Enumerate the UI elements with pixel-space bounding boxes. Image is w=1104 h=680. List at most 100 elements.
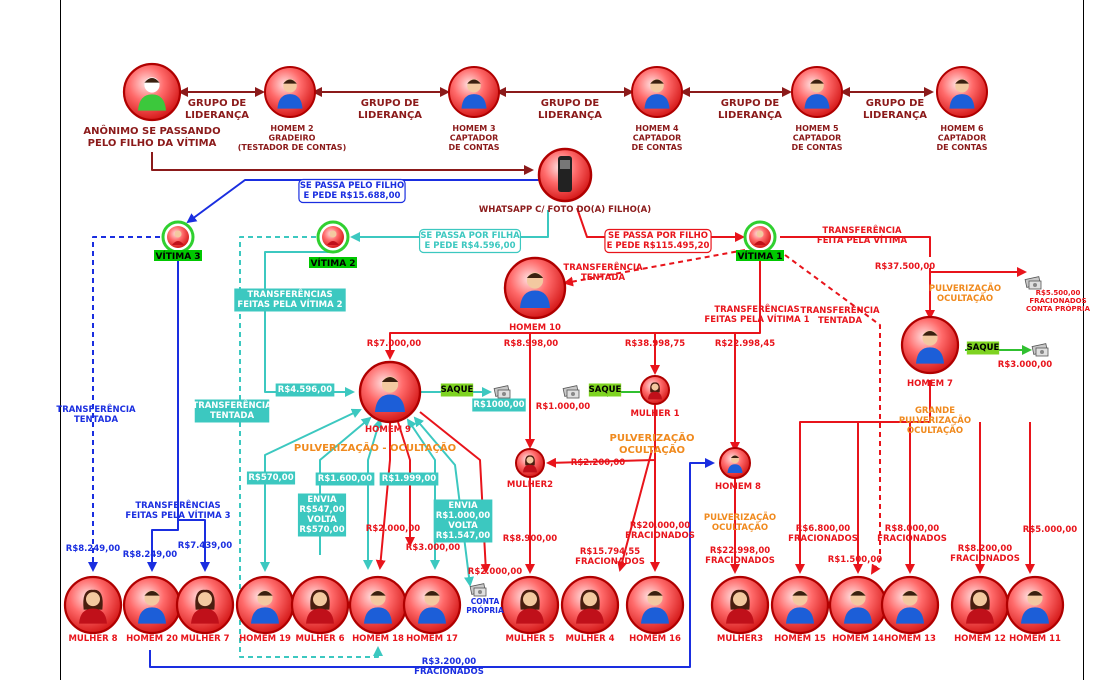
amount-3000: R$3.000,00	[998, 360, 1052, 370]
diagram-frame	[60, 0, 1084, 680]
node-homem6	[936, 66, 988, 118]
amount-2000a: R$2.000,00	[366, 524, 420, 534]
node-bottom-11-hair	[792, 591, 808, 596]
amount-1600-bg	[315, 472, 375, 486]
edge-h9-h18-teal	[363, 418, 383, 570]
money-icon-conta	[469, 583, 487, 597]
amount-1000: R$1.000,00	[536, 402, 590, 412]
node-homem4	[631, 66, 683, 118]
node-homem2-body	[277, 94, 303, 109]
amount-4596: R$4.596,00	[278, 385, 332, 395]
label-saque-h9: SAQUE	[441, 385, 474, 395]
node-whatsapp	[537, 147, 593, 203]
label-bottom-0: MULHER 8	[68, 634, 117, 644]
amount-4596-bg	[275, 383, 335, 397]
node-homem6-hair	[955, 79, 969, 84]
label-bottom-11: HOMEM 15	[774, 634, 826, 644]
node-bottom-12	[828, 575, 888, 635]
label-bottom-15: HOMEM 11	[1009, 634, 1061, 644]
amount-2200: R$2.200,00	[571, 458, 625, 468]
label-bottom-7: MULHER 5	[505, 634, 554, 644]
node-homem7-body	[916, 347, 944, 364]
node-mulher1-head	[651, 383, 659, 391]
amount-3000b: R$3.000,00	[406, 543, 460, 553]
node-homem3	[448, 66, 500, 118]
label-vitima2: VÍTIMA 2	[310, 257, 355, 269]
amount-37500: R$37.500,00	[875, 262, 935, 272]
node-vitima3-body	[172, 241, 184, 245]
amount-1999-bg	[379, 472, 439, 486]
node-homem6-body	[949, 94, 975, 109]
node-bottom-15-hair	[1027, 591, 1043, 596]
label-bottom-9: HOMEM 16	[629, 634, 681, 644]
label-homem10: HOMEM 10	[509, 323, 561, 333]
edge-anon-whatsapp	[151, 152, 534, 175]
amount-38998: R$38.998,75	[625, 339, 685, 349]
label-vitima2-bg	[309, 257, 357, 268]
node-mulher2-head	[526, 456, 534, 464]
node-vitima2-body	[327, 241, 339, 245]
edge-wa-v3	[186, 179, 545, 224]
node-bottom-9-body	[641, 607, 669, 624]
money-coin	[1040, 350, 1044, 354]
edge-h9-h18-red	[375, 422, 391, 570]
label-saque-m1: SAQUE	[589, 385, 622, 395]
node-homem5	[791, 66, 843, 118]
edge-v3-m7	[178, 519, 210, 572]
node-bottom-1	[122, 575, 182, 635]
amount-8998: R$8.998,00	[504, 339, 558, 349]
node-bottom-6-body	[418, 607, 446, 624]
nodes-layer	[63, 62, 1065, 635]
label-bottom-10: MULHER3	[717, 634, 763, 644]
node-bottom-1-body	[138, 607, 166, 624]
edge-v1-h9	[385, 252, 761, 360]
label-vitima1-bg	[736, 250, 784, 261]
node-bottom-8-body	[576, 608, 604, 624]
money-icon-m1	[562, 385, 580, 399]
node-bottom-14	[950, 575, 1010, 635]
node-mulher1	[640, 375, 670, 405]
node-vitima2-head	[329, 230, 337, 238]
amount-5000: R$5.000,00	[1023, 525, 1077, 535]
node-bottom-8	[560, 575, 620, 635]
label-homem9: HOMEM 9	[365, 425, 411, 435]
edge-v2-dashed	[239, 236, 316, 575]
node-bottom-12-hair	[850, 591, 866, 596]
node-bottom-1-hair	[144, 591, 160, 596]
money-icon-h7-frac	[1024, 276, 1042, 290]
node-vitima3	[161, 220, 195, 254]
node-bottom-8-head	[583, 592, 597, 607]
money-icon-h9	[493, 385, 511, 399]
node-bottom-15	[1005, 575, 1065, 635]
label-transf-tentada-v2-bg	[194, 399, 270, 423]
label-mulher1: MULHER 1	[630, 409, 679, 419]
amount-22998: R$22.998,45	[715, 339, 775, 349]
node-vitima1-head	[756, 230, 764, 238]
label-pulv-ocultacao: PULVERIZAÇÃO - OCULTAÇÃO	[294, 441, 456, 454]
label-bottom-4: MULHER 6	[295, 634, 344, 644]
edge-h20-h8	[149, 458, 715, 668]
node-homem8	[719, 447, 751, 479]
node-bottom-7-head	[523, 592, 537, 607]
node-homem7-hair	[922, 331, 938, 336]
